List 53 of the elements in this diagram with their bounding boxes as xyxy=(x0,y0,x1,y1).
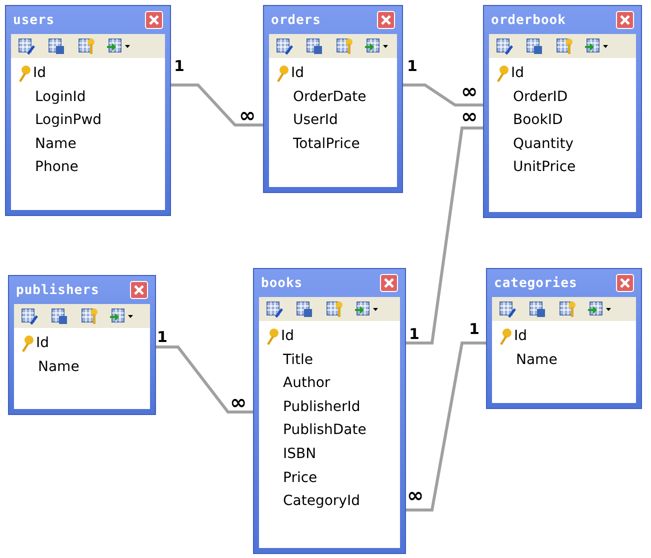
field-name: ISBN xyxy=(283,445,316,463)
cardinality-label: 1 xyxy=(469,321,480,337)
field-name: Id xyxy=(36,334,50,352)
field-name: Quantity xyxy=(513,134,574,153)
table-window xyxy=(5,5,171,216)
cardinality-label: 1 xyxy=(407,58,418,74)
field-name: Phone xyxy=(35,158,78,176)
relationship-line xyxy=(406,126,483,344)
field-name: Title xyxy=(283,350,314,369)
relationship-line xyxy=(171,84,263,126)
field-name: Id xyxy=(291,64,304,82)
cardinality-label: 1 xyxy=(409,326,420,342)
field-name: Author xyxy=(283,374,330,392)
table-window xyxy=(483,5,642,218)
field-name: OrderDate xyxy=(293,88,366,106)
table-title: orders xyxy=(271,13,321,28)
cardinality-label: ∞ xyxy=(230,394,247,410)
field-name: BookID xyxy=(513,111,563,130)
relationship-line xyxy=(403,84,483,106)
field-name: Id xyxy=(514,327,528,345)
table-title: orderbook xyxy=(491,13,566,28)
cardinality-label: ∞ xyxy=(461,108,478,124)
table-window xyxy=(263,5,403,193)
field-name: TotalPrice xyxy=(293,134,360,153)
field-name: Name xyxy=(35,134,76,153)
cardinality-label: 1 xyxy=(174,58,184,74)
relationship-line xyxy=(406,342,486,512)
field-name: Id xyxy=(511,64,524,82)
table-window xyxy=(8,275,156,415)
cardinality-label: ∞ xyxy=(461,83,478,99)
field-name: LoginId xyxy=(35,88,86,106)
field-name: UnitPrice xyxy=(513,158,576,176)
field-name: UserId xyxy=(293,111,338,130)
table-title: categories xyxy=(494,276,578,291)
table-window xyxy=(486,268,642,409)
field-name: CategoryId xyxy=(283,492,360,510)
table-window xyxy=(253,268,406,554)
table-title: books xyxy=(261,276,303,291)
cardinality-label: ∞ xyxy=(239,107,256,123)
field-name: Name xyxy=(516,350,558,369)
field-name: LoginPwd xyxy=(35,111,102,130)
field-name: Price xyxy=(283,468,318,487)
field-name: Id xyxy=(33,64,46,82)
field-name: PublisherId xyxy=(283,398,360,416)
field-name: OrderID xyxy=(513,88,568,106)
cardinality-label: ∞ xyxy=(407,487,424,503)
table-title: publishers xyxy=(16,283,100,298)
field-name: PublishDate xyxy=(283,421,366,440)
field-name: Id xyxy=(281,327,294,345)
relationship-line xyxy=(156,346,253,414)
field-name: Name xyxy=(38,358,80,376)
table-title: users xyxy=(13,13,55,28)
cardinality-label: 1 xyxy=(157,329,168,345)
